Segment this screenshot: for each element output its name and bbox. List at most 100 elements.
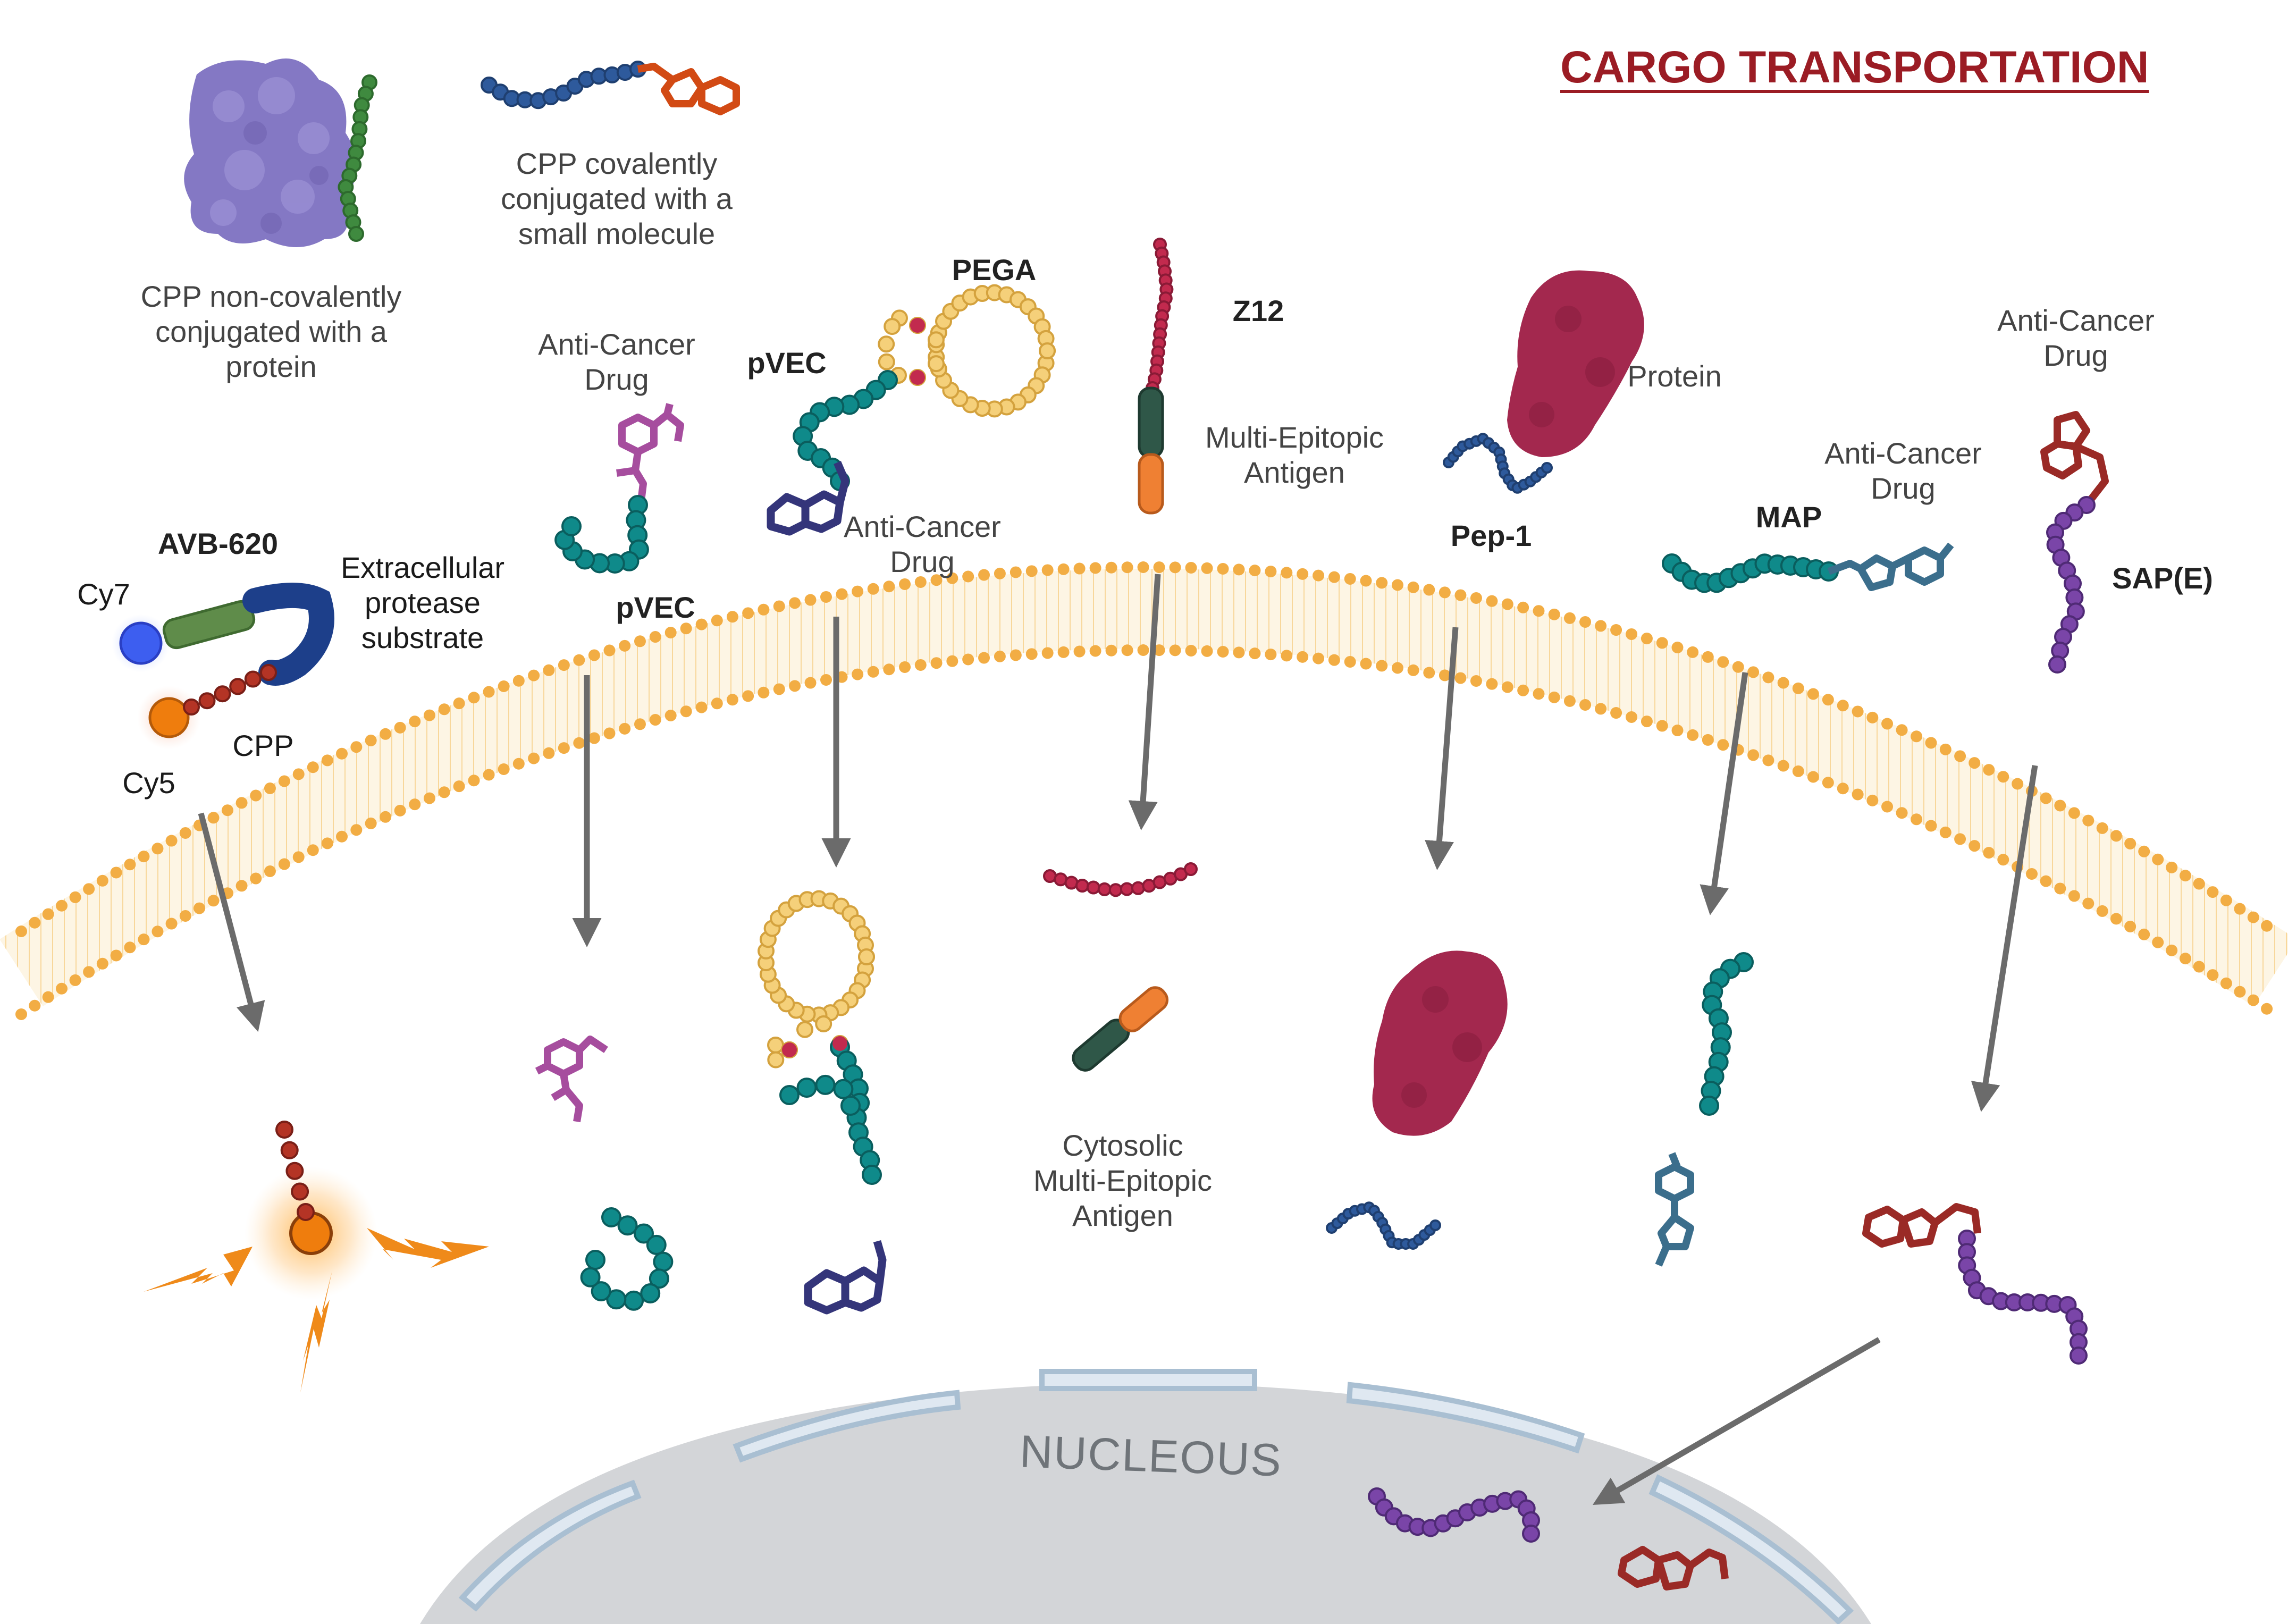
peptide-bead [229, 678, 247, 695]
label-sape: SAP(E) [2112, 561, 2213, 595]
activated-cy5 [144, 1167, 489, 1393]
peptide-bead [649, 1268, 669, 1289]
sape-peptide-cytosolic [1958, 1230, 2088, 1365]
label-anticancer-drug-3: Anti-Cancer Drug [1824, 436, 1982, 505]
peptide-bead [606, 1289, 627, 1310]
cell-membrane [0, 561, 2288, 1020]
peptide-bead [815, 1074, 836, 1095]
peptide-bead [1541, 462, 1553, 474]
peptide-bead [561, 516, 582, 536]
peptide-bead [884, 318, 901, 335]
peptide-bead [1075, 879, 1089, 893]
teal-pvec-peptide-2-released [779, 1037, 882, 1185]
peptide-bead [244, 670, 262, 688]
orange-small-molecule-icon [637, 63, 740, 115]
peptide-bead [585, 1250, 605, 1270]
magenta-drug-icon [616, 403, 684, 506]
peptide-bead [580, 1267, 601, 1288]
cy7-dye-icon [119, 621, 163, 665]
peptide-bead [1184, 862, 1198, 876]
peptide-bead [291, 1182, 309, 1201]
peptide-bead [2070, 1347, 2088, 1365]
peptide-bead [297, 1203, 315, 1221]
label-map: MAP [1755, 500, 1822, 534]
peptide-bead [779, 1085, 800, 1105]
arrow-to-nucleus [1592, 1337, 1881, 1505]
arrow-pep1 [1425, 627, 1459, 870]
peptide-bead [646, 1234, 667, 1255]
pega-peptide-bottom [758, 890, 875, 1068]
label-cpp-noncovalent: CPP non-covalently conjugated with a pro… [140, 280, 402, 383]
nucleus-label: NUCLEOUS [1019, 1426, 1283, 1486]
peptide-bead [1131, 881, 1145, 895]
label-pep1: Pep-1 [1450, 519, 1532, 552]
label-cytosolic-antigen: Cytosolic Multi-Epitopic Antigen [1033, 1129, 1213, 1232]
map-peptide-cytosolic [1699, 952, 1754, 1116]
label-extracellular-substrate: Extracellular protease substrate [340, 551, 505, 654]
green-cpp-peptide [338, 74, 377, 242]
label-pvec-2: pVEC [747, 346, 827, 380]
nucleus [420, 1369, 1871, 1624]
peptide-bead [348, 226, 364, 242]
teal-pvec-peptide-released [580, 1207, 674, 1311]
steel-drug-icon [1827, 542, 1954, 591]
pega-peptide-top [878, 284, 1056, 418]
peptide-bead [214, 685, 231, 703]
peptide-bead [833, 1079, 854, 1099]
peptide-bead [280, 1141, 299, 1159]
linker-icon [162, 600, 256, 650]
steel-drug-released-icon [1655, 1152, 1694, 1267]
peptide-bead [1429, 1219, 1441, 1231]
pep1-peptide [1443, 433, 1553, 494]
peptide-bead [285, 1162, 304, 1180]
peptide-bead [1699, 1096, 1719, 1116]
crimson-protein [1507, 270, 1644, 457]
purple-protein-blob [184, 58, 356, 247]
multi-epitopic-antigen [1138, 386, 1164, 515]
peptide-bead [1097, 882, 1112, 896]
disulfide-bond-top [910, 318, 925, 385]
peptide-bead [1522, 1525, 1540, 1543]
peptide-bead [624, 1290, 644, 1311]
label-z12: Z12 [1232, 294, 1284, 327]
peptide-bead [928, 355, 945, 373]
navy-drug-released-icon [804, 1240, 887, 1315]
sape-peptide [2046, 496, 2096, 674]
peptide-bead [796, 1021, 813, 1038]
navy-drug-icon [767, 461, 849, 536]
peptide-bead [1039, 342, 1056, 359]
peptide-bead [858, 948, 875, 965]
arrow-sape [1971, 765, 2038, 1112]
peptide-bead [640, 1283, 661, 1303]
peptide-bead [260, 664, 277, 681]
label-multi-epitopic-antigen: Multi-Epitopic Antigen [1205, 420, 1384, 489]
peptide-bead [1108, 883, 1123, 897]
z12-peptide-cytosolic [1043, 862, 1198, 897]
z12-peptide [1146, 238, 1174, 395]
cytosolic-antigen [1072, 986, 1169, 1072]
label-avb620: AVB-620 [157, 527, 279, 560]
peptide-bead [767, 1037, 784, 1054]
arrow-avb620 [198, 812, 265, 1032]
peptide-bead [927, 331, 945, 349]
label-cy7: Cy7 [77, 577, 130, 611]
cy5-peptide-fragment [275, 1121, 315, 1221]
label-pega: PEGA [952, 253, 1037, 287]
sape-peptide-nuclear [1368, 1487, 1540, 1543]
peptide-bead [815, 1015, 832, 1032]
page-title: CARGO TRANSPORTATION [1560, 42, 2149, 92]
peptide-bead [796, 1078, 817, 1098]
avb620-construct [112, 583, 334, 750]
label-cy5: Cy5 [122, 766, 175, 800]
map-peptide [1662, 553, 1839, 593]
darkred-drug-icon [2040, 411, 2109, 508]
label-cpp: CPP [232, 729, 294, 762]
protease-substrate-icon [242, 583, 334, 686]
pep1-peptide-cytosolic [1326, 1201, 1441, 1250]
label-anticancer-drug-1: Anti-Cancer Drug [538, 327, 695, 396]
peptide-bead [1086, 880, 1100, 895]
label-protein: Protein [1627, 359, 1722, 393]
label-anticancer-drug-4: Anti-Cancer Drug [1997, 304, 2155, 372]
